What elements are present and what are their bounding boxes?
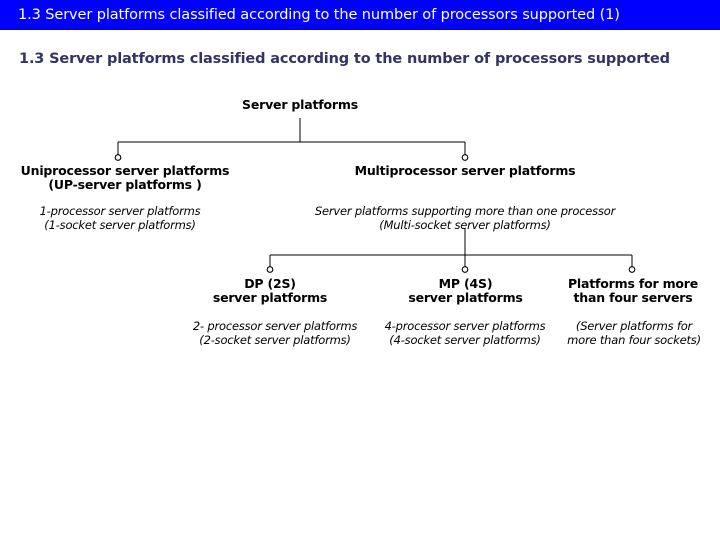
connector-endpoint-mp xyxy=(461,266,469,273)
connector-endpoint-many xyxy=(628,266,636,273)
slide-heading: 1.3 Server platforms classified accordin… xyxy=(19,51,670,67)
tree-node-mp-description: 4-processor server platforms (4-socket s… xyxy=(384,319,546,347)
tree-node-multiprocessor: Multiprocessor server platforms xyxy=(354,163,576,178)
tree-node-dp: DP (2S) server platforms xyxy=(212,276,328,305)
connector-endpoint-dp xyxy=(266,266,274,273)
connector-endpoint-multiprocessor xyxy=(461,154,469,161)
tree-node-many-servers: Platforms for more than four servers xyxy=(567,276,699,305)
tree-node-root: Server platforms xyxy=(242,97,358,112)
window-title-bar: 1.3 Server platforms classified accordin… xyxy=(0,0,720,30)
tree-node-mp: MP (4S) server platforms xyxy=(408,276,523,305)
connector-endpoint-uniprocessor xyxy=(114,154,122,161)
tree-node-many-servers-description: (Server platforms for more than four soc… xyxy=(567,319,701,347)
window-title-text: 1.3 Server platforms classified accordin… xyxy=(18,7,620,23)
tree-node-uniprocessor-description: 1-processor server platforms (1-socket s… xyxy=(39,204,201,232)
tree-node-multiprocessor-description: Server platforms supporting more than on… xyxy=(314,204,616,232)
tree-node-uniprocessor: Uniprocessor server platforms (UP-server… xyxy=(20,163,230,192)
tree-node-dp-description: 2- processor server platforms (2-socket … xyxy=(192,319,358,347)
